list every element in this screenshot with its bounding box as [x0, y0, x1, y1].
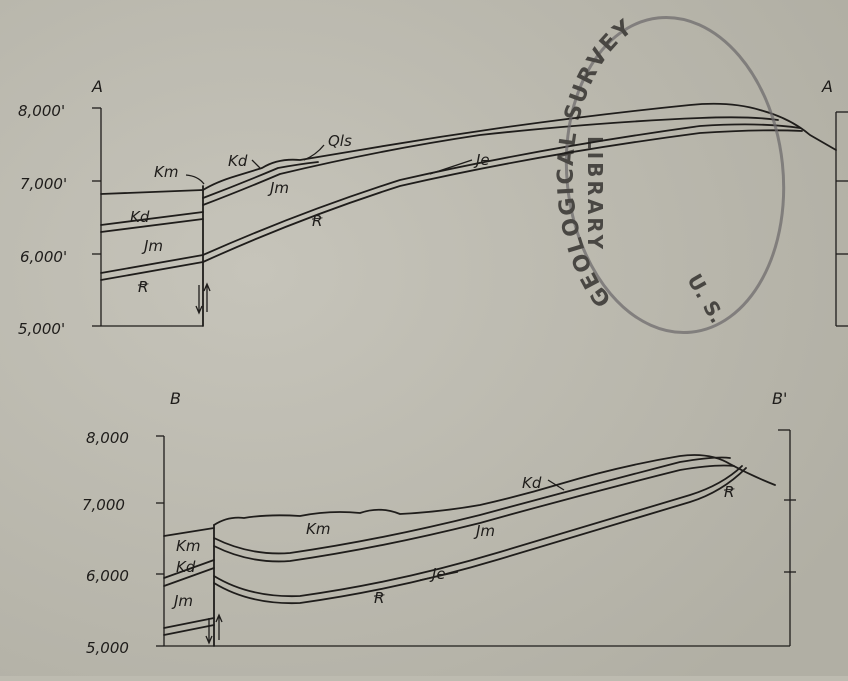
section-a-label-jm-left: Jm — [141, 237, 163, 255]
section-b-label-tr-main: Ꞧ — [373, 589, 385, 607]
section-b-left-kd-top — [163, 559, 215, 579]
section-b: B B' 8,000 7,000 6,000 5,000 — [82, 389, 796, 657]
section-a-fault-arrow-up — [203, 282, 211, 312]
section-a-fault-arrow-down — [195, 285, 203, 315]
section-a-jm-top — [202, 116, 779, 206]
section-a-elev-6000: 6,000' — [20, 248, 67, 266]
section-b-left-jm-base — [163, 617, 215, 629]
section-b-label-jm-left: Jm — [171, 592, 193, 610]
section-b-label-jm-main: Jm — [473, 522, 495, 540]
section-a-left-jm-base — [100, 254, 204, 274]
section-b-left-kd-base — [163, 567, 215, 587]
section-a-je-top — [202, 123, 801, 256]
section-a-left-surface — [100, 189, 204, 195]
section-a-label-tr-left: Ꞧ — [137, 278, 149, 296]
section-a-left-tr-top — [100, 261, 204, 281]
section-a-elev-8000: 8,000' — [18, 102, 65, 120]
section-b-elev-7000: 7,000 — [82, 496, 125, 514]
section-b-elev-5000: 5,000 — [86, 639, 129, 657]
section-b-elev-8000: 8,000 — [86, 429, 129, 447]
section-a-tr-top — [202, 129, 803, 263]
section-a-right-label: A — [821, 77, 833, 96]
section-b-label-kd-left: Kd — [176, 558, 196, 576]
section-a-label-tr-main: Ꞧ — [311, 212, 323, 230]
stamp-text-inner: LIBRARY — [583, 136, 607, 252]
section-a-elev-5000: 5,000' — [18, 320, 65, 338]
section-b-ground-surface — [213, 454, 776, 526]
section-a: A A 8,000' 7,000' 6,000' 5,000' — [18, 77, 848, 338]
section-a-ground-surface — [202, 102, 837, 191]
section-b-fault-arrow-up — [215, 613, 223, 640]
section-a-left-kd-top — [100, 211, 204, 226]
section-b-left-surface — [163, 527, 215, 537]
section-b-label-km-left: Km — [176, 537, 200, 555]
section-a-kd-leader — [251, 159, 261, 169]
section-a-left-kd-base — [100, 218, 204, 233]
section-b-kd-leader — [547, 479, 565, 491]
section-b-label-km-main: Km — [306, 520, 330, 538]
section-a-je-leader — [429, 159, 473, 175]
section-b-je-leader — [419, 571, 459, 581]
section-a-label-qls: Qls — [328, 132, 352, 150]
section-b-fault-arrow-down — [205, 618, 213, 645]
section-b-left-tr-top — [163, 624, 215, 636]
section-a-km-leader — [185, 174, 205, 185]
section-a-label-kd-main: Kd — [228, 152, 248, 170]
section-a-elev-7000: 7,000' — [20, 175, 67, 193]
section-b-label-tr-right: Ꞧ — [723, 483, 735, 501]
section-b-kd-top — [213, 456, 731, 555]
section-a-qls-leader — [303, 144, 325, 161]
section-a-label-km-left: Km — [154, 163, 178, 181]
section-b-label-kd-main: Kd — [522, 474, 542, 492]
section-b-je-top — [213, 465, 743, 598]
section-b-tr-top — [213, 467, 747, 605]
section-b-kd-base — [213, 464, 735, 563]
section-a-label-jm-main: Jm — [267, 179, 289, 197]
section-a-label-je: Je — [473, 151, 490, 169]
section-a-label-kd-left: Kd — [130, 208, 150, 226]
section-a-kd-base — [202, 161, 319, 199]
section-a-left-label: A — [91, 77, 103, 96]
section-b-elev-6000: 6,000 — [86, 567, 129, 585]
section-b-label-je: Je — [429, 565, 446, 583]
section-b-left-label: B — [170, 389, 181, 408]
stamp-outline — [564, 15, 786, 335]
section-b-right-label: B' — [772, 389, 787, 408]
